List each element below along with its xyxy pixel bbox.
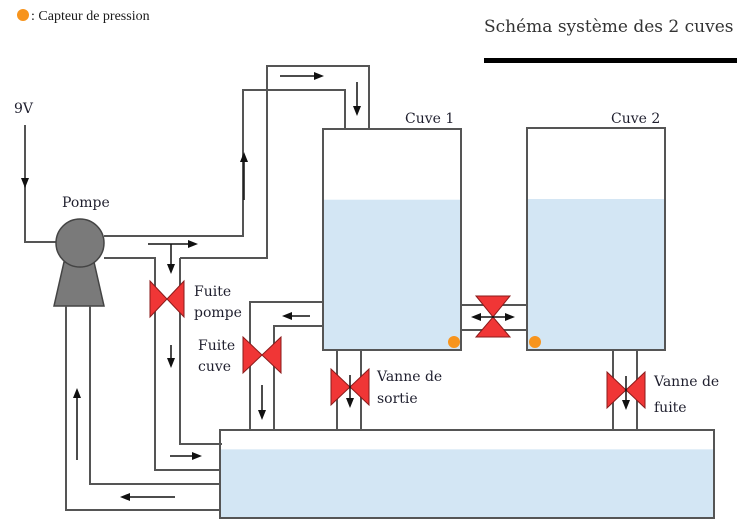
vanne-sortie-label-2: sortie (377, 391, 418, 407)
fuite-cuve-valve[interactable] (242, 335, 282, 375)
tank2-label: Cuve 2 (611, 111, 660, 127)
pump-icon[interactable] (53, 218, 105, 307)
diagram-title: Schéma système des 2 cuves (484, 17, 734, 37)
legend-text: : Capteur de pression (31, 9, 150, 24)
fuite-cuve-pipe (249, 301, 322, 430)
fuite-pompe-label-2: pompe (194, 305, 242, 321)
tank1-water (323, 199, 461, 350)
fuite-cuve-label-2: cuve (198, 359, 231, 375)
interconnect-valve[interactable] (471, 295, 515, 338)
power-label: 9V (14, 101, 34, 117)
fuite-cuve-label-1: Fuite (198, 338, 235, 354)
tank2-pressure-sensor-icon (529, 336, 541, 348)
vanne-de-fuite-valve[interactable] (606, 370, 646, 410)
fuite-pompe-label-1: Fuite (194, 284, 231, 300)
pump-to-tank1-pipe (104, 65, 370, 471)
vanne-fuite-label-1: Vanne de (653, 374, 719, 390)
pump-label: Pompe (62, 195, 110, 211)
tank1-pressure-sensor-icon (448, 336, 460, 348)
vanne-de-sortie-valve[interactable] (330, 367, 370, 408)
tank1-label: Cuve 1 (405, 111, 454, 127)
vanne-sortie-label-1: Vanne de (376, 369, 442, 385)
vanne-fuite-label-2: fuite (654, 400, 687, 416)
reservoir-tank (219, 429, 715, 519)
tank1 (322, 128, 462, 351)
reservoir-to-pump-pipe (65, 306, 222, 511)
power-line (21, 125, 58, 243)
pressure-sensor-legend-icon (17, 9, 29, 21)
tank2-water (527, 199, 665, 350)
reservoir-water (220, 449, 714, 518)
fuite-pompe-valve[interactable] (149, 279, 185, 319)
tank2 (526, 127, 666, 351)
title-underline (484, 58, 737, 63)
